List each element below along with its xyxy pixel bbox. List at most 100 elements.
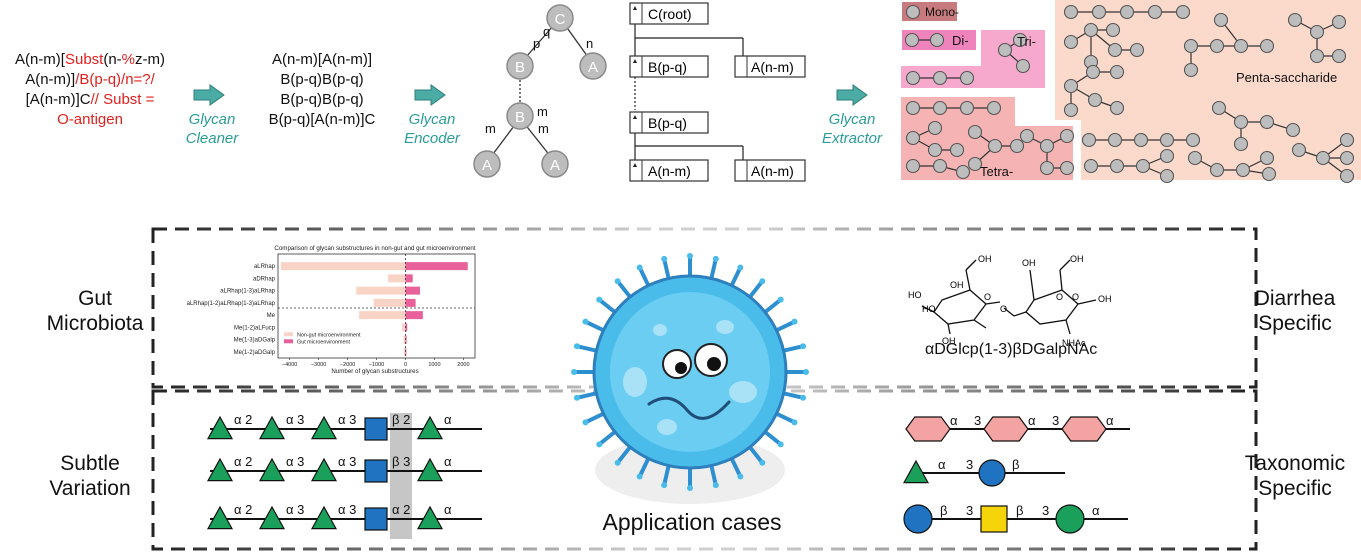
raw-fragment: (n- [103, 51, 122, 68]
encoded-box-label: A(n-m) [648, 163, 691, 179]
encoded-boxes-diagram: C(root) B(p-q) A(n-m) B(p-q) A(n-m) A(n-… [629, 2, 806, 182]
raw-line: O-antigen [2, 110, 178, 130]
legend-label-non-gut: Non-gut microenvironment [297, 332, 361, 338]
chart-xtick-label: 2000 [457, 362, 469, 368]
green-triangle-icon [902, 459, 930, 484]
mascot-spike [763, 429, 783, 447]
extractor-label-line1: Glycan [828, 111, 876, 128]
penta-node [1105, 22, 1121, 38]
mascot-spike-tip [791, 318, 798, 325]
diarrhea-label-line2: Specific [1258, 312, 1332, 335]
raw-fragment: A(n-m)[ [14, 51, 65, 68]
penta-node [1109, 64, 1125, 80]
penta-node [1259, 114, 1275, 130]
tree-node-c [546, 4, 574, 32]
subtle-variation-label: Subtle Variation [30, 451, 150, 501]
clean-line: B(p-q)B(p-q) [280, 91, 364, 108]
tetra-node [932, 158, 948, 174]
penta-node [1233, 136, 1249, 152]
tetra-node [1019, 128, 1035, 144]
di-node [929, 32, 945, 48]
mascot-spike-tip [573, 343, 580, 350]
tetra-node [959, 100, 975, 116]
tree-node-label: A [482, 157, 492, 174]
atom-label: HO [908, 290, 922, 300]
chart-category-label: aLRhap(1-3)aLRhap [220, 289, 275, 295]
linkage-label: α [1092, 503, 1100, 518]
clean-line: A(n-m)[A(n-m)] [272, 51, 372, 68]
encoded-box-label: B(p-q) [648, 115, 687, 131]
linkage-label: α [444, 502, 452, 517]
raw-glycan-text: A(n-m)[Subst(n-%z-m)A(n-m)]/B(p-q)/n=?/[… [2, 50, 178, 130]
raw-glycan-lines: A(n-m)[Subst(n-%z-m)A(n-m)]/B(p-q)/n=?/[… [2, 50, 178, 130]
green-triangle-icon [416, 457, 444, 482]
mascot-spike-tip [759, 278, 766, 285]
substructure-panel: Mono- Di- Tri- Tetra- Penta-saccharide [901, 0, 1361, 184]
arrow-cleaner-icon [193, 84, 225, 106]
raw-fragment: [A(n-m)]C [25, 91, 91, 108]
chart-category-label: aDRhap [253, 276, 276, 282]
mascot-spike-tip [800, 394, 807, 401]
tetra-node [1059, 128, 1075, 144]
chart-xlabel: Number of glycan substructures [331, 368, 418, 375]
chart-category-label: Me(1-2)aLFucp [234, 325, 276, 331]
mascot-spike-tip [661, 255, 668, 262]
encoded-box-b2: B(p-q) [629, 111, 709, 134]
penta-node [1287, 12, 1303, 28]
tree-node-a-right [579, 52, 607, 80]
legend-swatch-non-gut [284, 332, 293, 337]
chart-category-label: aLRhap [254, 264, 276, 270]
green-triangle-icon [206, 505, 234, 530]
glycan-tree-diagram: C B A B A A p q n m m m [473, 4, 607, 178]
linkage-label: α [444, 412, 452, 427]
chart-bar-non-gut [359, 311, 406, 320]
substructure-comparison-chart: Comparison of glycan substructures in no… [187, 245, 476, 375]
tetra-node [987, 138, 1003, 154]
tetra-node [905, 130, 921, 146]
mascot-spike [583, 319, 606, 333]
penta-node [1285, 122, 1301, 138]
linkage-label: α 2 [234, 454, 252, 469]
chart-bar-gut [405, 286, 420, 295]
chart-xtick-label: 0 [404, 362, 407, 368]
penta-node [1259, 150, 1275, 166]
penta-node [1309, 24, 1325, 40]
mascot-spike [747, 279, 765, 299]
penta-node [1185, 132, 1201, 148]
chart-bar-gut [405, 311, 423, 320]
penta-node [1183, 38, 1199, 54]
atom-label: O [984, 292, 991, 302]
penta-node [1085, 64, 1101, 80]
raw-fragment: A(n-m)] [25, 71, 76, 88]
raw-fragment-highlight: % [121, 51, 136, 68]
tetra-node [1009, 138, 1025, 154]
green-triangle-icon [258, 457, 286, 482]
encoded-box-a2: A(n-m) [629, 159, 709, 182]
atom-label: OH [950, 280, 964, 290]
atom-label: OH [1098, 294, 1112, 304]
mascot-spike-tip [737, 473, 744, 480]
penta-node [1087, 92, 1103, 108]
mascot-spike [597, 297, 617, 315]
arrow-extractor-icon [836, 84, 868, 106]
mascot-spike-tip [712, 255, 719, 262]
tetra-node [955, 164, 971, 180]
di-node [904, 32, 920, 48]
penta-node [1107, 42, 1123, 58]
chart-bar-gut [405, 335, 407, 344]
tree-edge-label: n [586, 36, 593, 51]
mascot-spike [662, 463, 671, 488]
penta-node [1183, 62, 1199, 78]
encoded-box-root: C(root) [629, 2, 709, 25]
mascot-spike-tip [737, 264, 744, 271]
green-triangle-icon [206, 415, 234, 440]
linkage-label: α 3 [338, 454, 356, 469]
diarrhea-label-line1: Diarrhea [1254, 287, 1336, 310]
tetra-block [901, 97, 1073, 180]
raw-fragment-highlight: Subst [64, 51, 104, 68]
chart-title: Comparison of glycan substructures in no… [274, 245, 475, 252]
penta-node [1063, 4, 1079, 20]
encoder-label-line2: Encoder [404, 130, 460, 147]
